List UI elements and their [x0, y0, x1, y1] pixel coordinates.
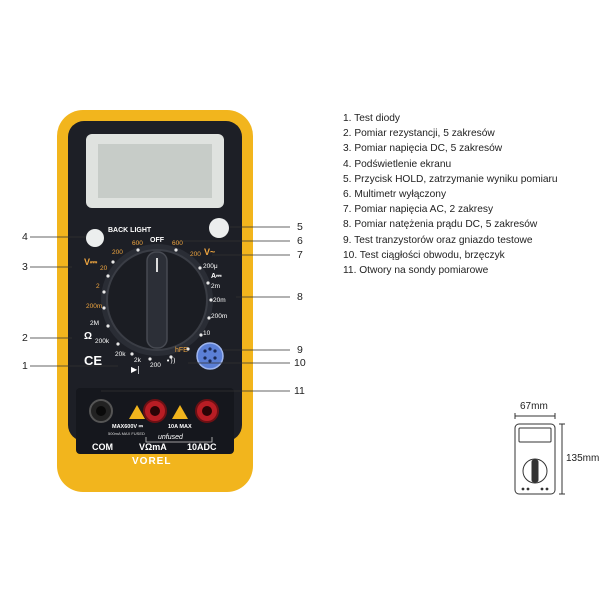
legend-item: 6. Multimetr wyłączony: [343, 189, 447, 201]
warning-triangle-left: [129, 405, 145, 419]
legend-item: 8. Pomiar natężenia prądu DC, 5 zakresów: [343, 219, 538, 231]
range-label: 600: [132, 240, 143, 247]
range-label: 2m: [211, 283, 221, 290]
range-label: 200: [190, 251, 201, 258]
callout-6: 6: [297, 235, 303, 247]
lcd-screen: [98, 144, 212, 198]
range-label: A⎓: [211, 273, 222, 280]
range-label: 200m: [86, 303, 103, 310]
range-label: 10: [203, 330, 211, 337]
warning-left-subtext: 500mA MAX FUSED: [108, 431, 145, 436]
transistor-socket-holes: [203, 347, 217, 363]
callout-3: 3: [22, 261, 28, 273]
range-label: 2M: [90, 320, 100, 327]
callout-8: 8: [297, 291, 303, 303]
range-label: 20m: [213, 297, 226, 304]
callout-5: 5: [297, 221, 303, 233]
hfe-label: hFE: [175, 347, 188, 354]
dial-range-dots: [102, 248, 213, 361]
callout-11: 11: [294, 385, 305, 397]
off-label: OFF: [150, 237, 164, 244]
ce-mark: CE: [84, 353, 103, 368]
legend-item: 7. Pomiar napięcia AC, 2 zakresy: [343, 204, 494, 216]
jack-10a-label: 10ADC: [187, 442, 217, 452]
range-label: 200m: [211, 313, 228, 320]
warning-left-text: MAX600V ⎓: [112, 424, 143, 430]
range-label: 20k: [115, 351, 126, 358]
diode-icon: ▶|: [131, 365, 140, 374]
brand-logo: VOREL: [132, 456, 172, 467]
callout-1: 1: [22, 360, 28, 372]
dimension-height: 135mm: [566, 453, 600, 464]
range-label: 20: [100, 265, 108, 272]
callout-10: 10: [294, 357, 306, 369]
callout-7: 7: [297, 249, 303, 261]
ohm-label: Ω: [84, 331, 93, 342]
range-label: 600: [172, 240, 183, 247]
legend-item: 9. Test tranzystorów oraz gniazdo testow…: [343, 234, 533, 246]
transistor-socket: [196, 342, 224, 370]
backlight-button: [86, 229, 104, 247]
backlight-label: BACK LIGHT: [108, 227, 152, 234]
dimension-drawing: [514, 413, 565, 495]
range-label: 200k: [95, 338, 110, 345]
legend-item: 3. Pomiar napięcia DC, 5 zakresów: [343, 143, 503, 155]
feature-legend: 1. Test diody 2. Pomiar rezystancji, 5 z…: [343, 111, 593, 278]
legend-item: 11. Otwory na sondy pomiarowe: [343, 265, 489, 277]
legend-item: 5. Przycisk HOLD, zatrzymanie wyniku pom…: [343, 173, 558, 185]
callout-lines: [30, 226, 290, 392]
jack-vma-label: VΩmA: [139, 442, 167, 452]
range-label: 200μ: [203, 263, 218, 270]
dimension-width: 67mm: [520, 401, 548, 412]
legend-item: 4. Podświetlenie ekranu: [343, 158, 452, 170]
legend-item: 2. Pomiar rezystancji, 5 zakresów: [343, 128, 495, 140]
buzzer-icon: •)): [166, 357, 176, 365]
v-dc-label: V⎓: [84, 257, 98, 267]
unfused-label: unfused: [158, 434, 183, 441]
hold-button: [209, 218, 229, 238]
range-label: 2k: [134, 357, 141, 364]
legend-item: 10. Test ciągłości obwodu, brzęczyk: [343, 249, 505, 261]
rotary-dial-knob: [146, 251, 168, 349]
v-ac-label: V~: [204, 247, 216, 257]
range-label: 200: [112, 249, 123, 256]
warning-triangle-right: [172, 405, 188, 419]
callout-2: 2: [22, 332, 28, 344]
range-label: 2: [96, 283, 100, 290]
legend-item: 1. Test diody: [343, 113, 401, 124]
callout-4: 4: [22, 231, 28, 243]
unfused-bracket: [145, 437, 213, 443]
range-label: 200: [150, 362, 161, 369]
callout-9: 9: [297, 344, 303, 356]
jack-com-label: COM: [92, 442, 113, 452]
warning-right-text: 10A MAX: [168, 424, 192, 430]
